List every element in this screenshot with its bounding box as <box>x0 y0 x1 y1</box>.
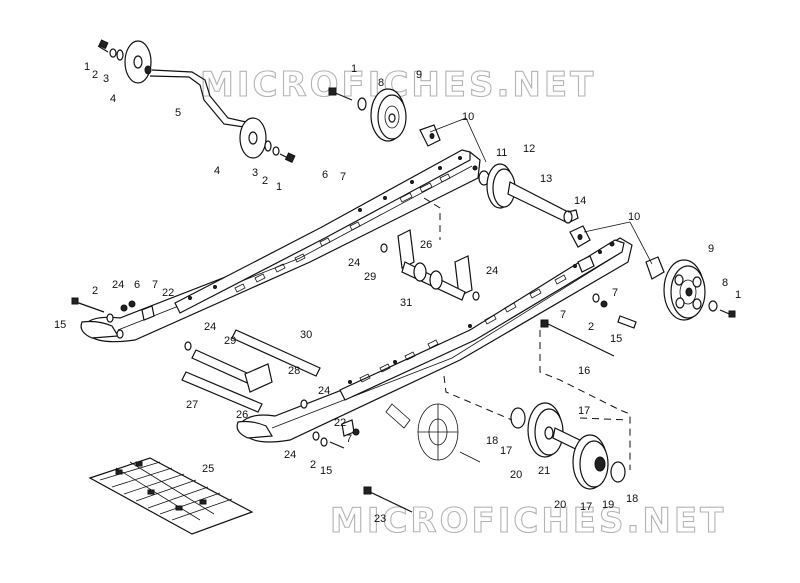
rail-fasteners-bottom <box>312 419 360 449</box>
callout-24: 24 <box>318 385 330 397</box>
callout-7: 7 <box>560 309 566 321</box>
rear-torque-arm <box>380 229 480 301</box>
callout-2: 2 <box>92 69 98 81</box>
hyfax-slide-panel <box>88 457 254 535</box>
callout-22: 22 <box>162 287 174 299</box>
callout-12: 12 <box>523 143 535 155</box>
front-axle-assembly <box>478 163 579 224</box>
callout-24: 24 <box>112 279 124 291</box>
phantom-wheel <box>385 403 481 463</box>
callout-8: 8 <box>378 77 384 89</box>
callout-20: 20 <box>554 499 566 511</box>
callout-10: 10 <box>628 211 640 223</box>
callout-2: 2 <box>262 175 268 187</box>
callout-30: 30 <box>300 329 312 341</box>
callout-2: 2 <box>588 321 594 333</box>
callout-25: 25 <box>202 463 214 475</box>
callout-18: 18 <box>626 493 638 505</box>
rear-wheel-assembly <box>510 402 626 490</box>
left-slide-rail <box>80 149 481 343</box>
callout-6: 6 <box>322 169 328 181</box>
callout-14: 14 <box>574 195 586 207</box>
callout-7: 7 <box>612 287 618 299</box>
callout-10: 10 <box>462 111 474 123</box>
callout-24: 24 <box>348 257 360 269</box>
callout-19: 19 <box>602 499 614 511</box>
right-slide-rail <box>236 237 633 443</box>
callout-9: 9 <box>416 69 422 81</box>
callout-leaders <box>429 117 653 265</box>
callout-23: 23 <box>374 513 386 525</box>
callout-26: 26 <box>420 239 432 251</box>
callout-9: 9 <box>708 243 714 255</box>
callout-26: 26 <box>236 409 248 421</box>
upper-idler-wheel <box>328 87 407 142</box>
callout-1: 1 <box>276 181 282 193</box>
callout-labels: 1 2 3 4 5 4 3 2 1 1 8 9 10 11 12 13 14 1… <box>54 61 741 525</box>
callout-24: 24 <box>486 265 498 277</box>
callout-7: 7 <box>152 279 158 291</box>
rail-fasteners-left <box>71 297 155 323</box>
rail-bracket-lower <box>569 225 665 280</box>
callout-15: 15 <box>54 319 66 331</box>
callout-3: 3 <box>252 167 258 179</box>
callout-24: 24 <box>204 321 216 333</box>
callout-7: 7 <box>346 433 352 445</box>
callout-15: 15 <box>320 465 332 477</box>
callout-16: 16 <box>578 365 590 377</box>
front-idler-shaft-assembly <box>97 39 296 163</box>
callout-4: 4 <box>110 93 116 105</box>
callout-22: 22 <box>334 417 346 429</box>
callout-27: 27 <box>186 399 198 411</box>
rail-bracket-upper <box>419 124 441 147</box>
callout-17: 17 <box>500 445 512 457</box>
callout-2: 2 <box>92 285 98 297</box>
callout-3: 3 <box>103 73 109 85</box>
callout-29: 29 <box>224 335 236 347</box>
callout-20: 20 <box>510 469 522 481</box>
callout-8: 8 <box>722 277 728 289</box>
callout-17: 17 <box>578 405 590 417</box>
callout-5: 5 <box>175 107 181 119</box>
callout-7: 7 <box>340 171 346 183</box>
callout-1: 1 <box>735 289 741 301</box>
assembly-guide-lines <box>423 197 631 470</box>
callout-18: 18 <box>486 435 498 447</box>
rail-fasteners-right <box>592 293 637 329</box>
callout-29: 29 <box>364 271 376 283</box>
callout-31: 31 <box>400 297 412 309</box>
rear-shafts <box>181 329 321 413</box>
callout-4: 4 <box>214 165 220 177</box>
callout-2: 2 <box>310 459 316 471</box>
callout-17: 17 <box>580 501 592 513</box>
callout-1: 1 <box>84 61 90 73</box>
watermark-bottom: MICROFICHES.NET <box>330 501 726 541</box>
callout-28: 28 <box>288 365 300 377</box>
callout-15: 15 <box>610 333 622 345</box>
callout-13: 13 <box>540 173 552 185</box>
long-bolts <box>363 319 615 513</box>
callout-11: 11 <box>496 147 507 159</box>
rail-end-wheel <box>663 259 736 321</box>
callout-1: 1 <box>351 63 357 75</box>
callout-21: 21 <box>538 465 550 477</box>
callout-6: 6 <box>134 279 140 291</box>
callout-24: 24 <box>284 449 296 461</box>
